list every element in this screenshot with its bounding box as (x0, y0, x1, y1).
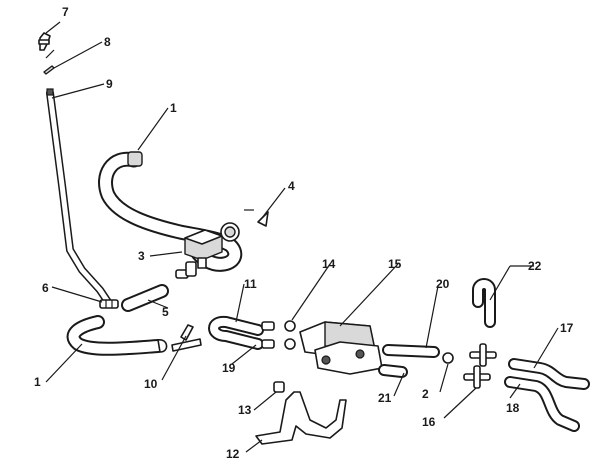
part-20-tube (382, 344, 440, 358)
part-14-clamps (284, 320, 296, 350)
callout-2: 2 (422, 387, 429, 401)
callout-15: 15 (388, 257, 402, 271)
callout-12: 12 (226, 447, 240, 461)
callout-19: 19 (222, 361, 236, 375)
callout-7: 7 (62, 5, 69, 19)
callout-17: 17 (560, 321, 574, 335)
callout-18: 18 (506, 401, 520, 415)
part-18-hose (504, 376, 580, 432)
callout-22: 22 (528, 259, 542, 273)
callout-14: 14 (322, 257, 336, 271)
part-1-lower-hose (66, 315, 168, 356)
callout-1-upper: 1 (170, 101, 177, 115)
part-21-tube (378, 364, 408, 378)
callout-10: 10 (144, 377, 158, 391)
leader-lines (45, 41, 559, 453)
part-16-cross-fittings (463, 343, 497, 389)
part-4-screw (244, 209, 269, 227)
callout-4: 4 (288, 179, 295, 193)
callout-labels: 7 8 9 1 4 3 6 5 1 10 11 19 14 15 20 21 2… (34, 5, 574, 461)
part-3-valve (175, 222, 240, 279)
part-15-pump-block (299, 321, 383, 375)
callout-5: 5 (162, 305, 169, 319)
part-8-pin (43, 65, 55, 75)
part-13-screw (273, 381, 285, 393)
callout-6: 6 (42, 281, 49, 295)
part-5-short-tube (121, 284, 169, 312)
callout-9: 9 (106, 77, 113, 91)
part-22-elbow (472, 278, 496, 328)
callout-11: 11 (244, 277, 257, 291)
part-7-nozzle (38, 21, 61, 51)
callout-13: 13 (238, 403, 252, 417)
callout-20: 20 (436, 277, 450, 291)
callout-16: 16 (422, 415, 436, 429)
part-6-fitting (99, 299, 119, 309)
part-9-wand (46, 88, 112, 306)
callout-1-lower: 1 (34, 375, 41, 389)
part-17-hose (508, 358, 590, 390)
callout-8: 8 (104, 35, 111, 49)
part-10-tee-fitting (171, 324, 202, 352)
part-11-u-hose (208, 315, 264, 350)
part-12-bracket (255, 391, 347, 445)
callout-3: 3 (138, 249, 145, 263)
callout-21: 21 (378, 391, 392, 405)
part-19-fittings (261, 321, 275, 349)
part-2-clamp (442, 352, 454, 364)
